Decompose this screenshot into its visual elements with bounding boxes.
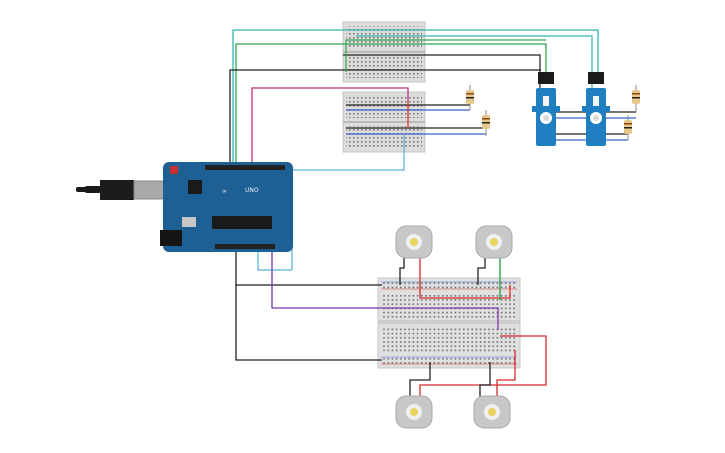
top-breadboard-lower[interactable] [342,91,426,153]
dc-motor-4[interactable] [473,395,511,429]
wire-black-m1 [399,252,405,285]
dc-motor-1[interactable] [395,225,433,259]
analog-header [215,244,275,249]
usb-plug [100,180,134,200]
wire-black-1 [229,69,541,165]
digital-header [205,165,285,170]
resistor-2[interactable] [482,110,490,136]
wire-green-1 [235,43,547,165]
reset-button[interactable] [170,166,178,174]
board-brand: UNO [245,187,259,194]
servo-2[interactable] [582,72,610,146]
breadboard-holes [346,26,422,78]
usb-cable [84,186,102,193]
resistor-1[interactable] [466,85,474,110]
wire-green-tb [345,39,546,72]
dc-motor-2[interactable] [475,225,513,259]
wires [229,29,636,398]
top-breadboard-upper[interactable] [342,21,426,83]
arduino-uno[interactable]: ∞ UNO [76,162,293,252]
wire-black-m3 [409,362,431,398]
wire-black-m4 [479,362,491,398]
dc-motor-3[interactable] [395,395,433,429]
arduino-logo: ∞ [222,188,227,195]
arduino-board [163,162,293,252]
wire-teal-1 [232,29,599,165]
wire-purple-1 [271,252,499,330]
servo-1[interactable] [532,72,560,146]
wire-red-m1 [419,252,511,299]
resistor-3[interactable] [632,85,640,112]
wire-red-m3 [419,335,547,398]
main-breadboard[interactable] [377,277,521,369]
resistor-4[interactable] [624,115,632,140]
wire-lightblue-2 [257,248,292,271]
wire-black-3 [235,285,382,361]
wire-magenta-1 [251,87,409,165]
wire-lightblue-1 [291,135,405,270]
wire-black-m2 [477,252,486,285]
atmega-chip [212,216,272,229]
wire-red-m4 [496,350,516,398]
